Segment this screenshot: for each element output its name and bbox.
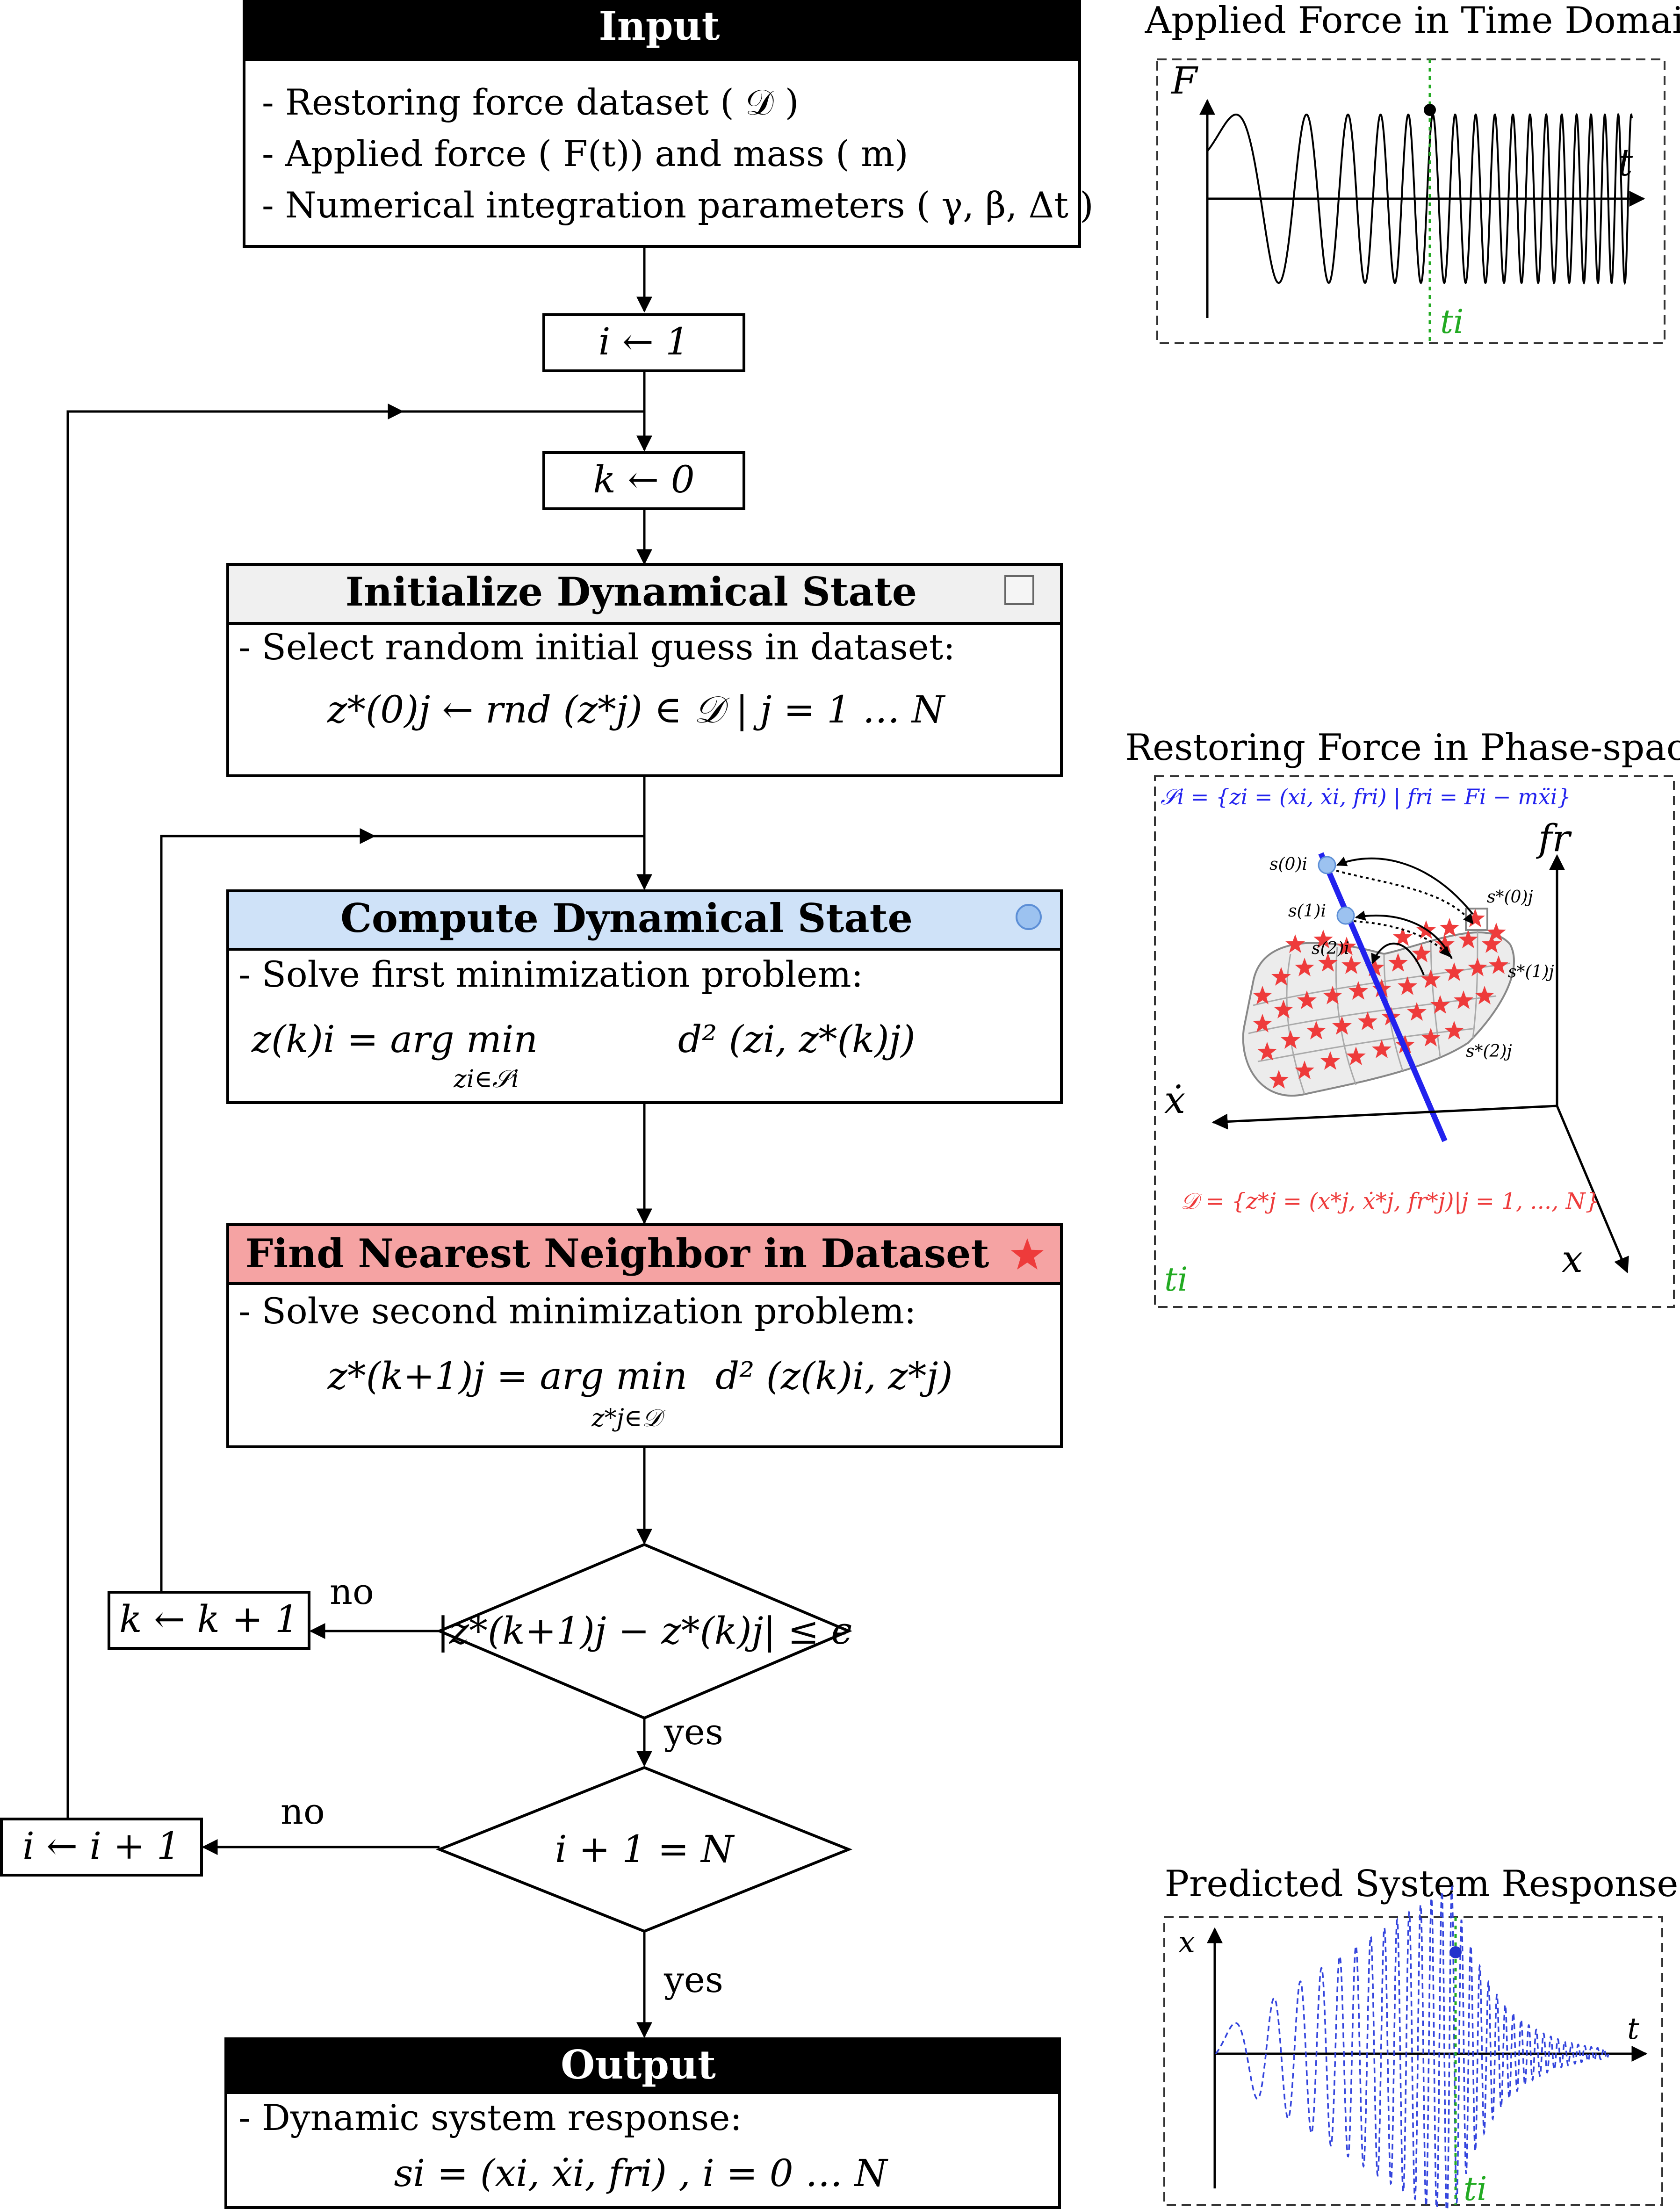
compute-text: - Solve first minimization problem: — [238, 953, 863, 995]
nearest-title: Find Nearest Neighbor in Dataset — [245, 1230, 989, 1277]
arrow-s1-to-z1 — [1353, 920, 1450, 957]
response-x-label: t — [1627, 2012, 1639, 2046]
response-y-label: x — [1178, 1925, 1195, 1960]
force-panel-title: Applied Force in Time Domain — [1145, 0, 1680, 42]
i-increment-label: i ← i + 1 — [22, 1824, 180, 1868]
phase-panel: Restoring Force in Phase-space 𝒮i = {zi … — [1125, 727, 1680, 1308]
compute-equation-lhs: z(k)i = arg min — [251, 1018, 538, 1061]
axis-fr-label: fr — [1536, 816, 1572, 860]
end-check-label: i + 1 = N — [555, 1827, 735, 1871]
zs2-label: s*(2)j — [1466, 1042, 1512, 1061]
input-line-dataset: - Restoring force dataset ( 𝒟 ) — [262, 81, 799, 123]
k-init-label: k ← 0 — [593, 458, 694, 501]
zs1-label: s*(1)j — [1508, 962, 1554, 982]
initialize-text: - Select random initial guess in dataset… — [238, 626, 955, 668]
nearest-block: Find Nearest Neighbor in Dataset - Solve… — [226, 1223, 1063, 1448]
arrow-z1-to-s1 — [1355, 910, 1453, 959]
output-block: Output - Dynamic system response: si = (… — [224, 2037, 1061, 2209]
output-title: Output — [561, 2042, 716, 2088]
force-y-label: F — [1170, 59, 1198, 102]
convergence-label: |z*(k+1)j − z*(k)j| ≤ ϵ — [437, 1609, 852, 1653]
phase-constraint-set: 𝒮i = {zi = (xi, ẋi, fri) | fri = Fi − mẍ… — [1161, 784, 1571, 809]
state-s1-marker — [1336, 906, 1355, 925]
no-label-2: no — [281, 1790, 325, 1832]
force-current-point — [1424, 104, 1436, 116]
no-label-1: no — [330, 1571, 374, 1612]
arrow-s0-to-z0 — [1336, 870, 1474, 924]
zs0-label: s*(0)j — [1487, 888, 1533, 907]
end-decision: i + 1 = N no yes — [281, 1766, 853, 2000]
compute-equation-sub: zi∈𝒮i — [453, 1065, 519, 1093]
s1-label: s(1)i — [1288, 902, 1326, 921]
k-init-block: k ← 0 — [542, 451, 745, 510]
response-panel-title: Predicted System Response — [1165, 1863, 1679, 1905]
force-time-label: ti — [1440, 303, 1464, 341]
i-init-label: i ← 1 — [598, 320, 689, 363]
initialize-equation: z*(0)j ← rnd (z*j) ∈ 𝒟 | j = 1 … N — [327, 688, 946, 731]
axis-xdot-label: ẋ — [1164, 1078, 1185, 1122]
blue-circle-icon — [1016, 904, 1042, 930]
axis-x-label: x — [1562, 1237, 1583, 1281]
constraint-line — [1318, 852, 1448, 1142]
input-line-params: - Numerical integration parameters ( γ, … — [262, 184, 1094, 226]
square-outline-icon — [1004, 575, 1034, 605]
yes-label-2: yes — [663, 1959, 723, 2000]
input-title: Input — [599, 3, 720, 49]
connectors — [66, 246, 652, 2038]
dataset-label: 𝒟 = {z*j = (x*j, ẋ*j, fr*j)|j = 1, ..., … — [1181, 1188, 1600, 1214]
nearest-text: - Solve second minimization problem: — [238, 1290, 916, 1332]
input-line-force: - Applied force ( F(t)) and mass ( m) — [262, 133, 908, 174]
s0-label: s(0)i — [1269, 855, 1307, 874]
compute-block: Compute Dynamical State - Solve first mi… — [226, 889, 1063, 1104]
state-s0-marker — [1318, 856, 1336, 874]
i-init-block: i ← 1 — [542, 313, 745, 372]
initialize-title: Initialize Dynamical State — [346, 569, 917, 615]
input-block: Input - Restoring force dataset ( 𝒟 ) - … — [243, 0, 1094, 248]
k-increment-block: k ← k + 1 — [108, 1591, 310, 1650]
force-panel: Applied Force in Time Domain F t ti — [1145, 0, 1680, 344]
initialize-block: Initialize Dynamical State - Select rand… — [226, 563, 1063, 777]
i-increment-block: i ← i + 1 — [0, 1818, 203, 1877]
nearest-equation-lhs: z*(k+1)j = arg min — [327, 1354, 687, 1398]
phase-panel-title: Restoring Force in Phase-space — [1125, 727, 1680, 769]
nearest-equation-sub: z*j∈𝒟 — [591, 1404, 665, 1432]
force-signal — [1206, 112, 1633, 285]
response-time-label: ti — [1464, 2170, 1487, 2208]
nearest-equation-rhs: d² (z(k)i, z*j) — [715, 1354, 953, 1398]
output-equation: si = (xi, ẋi, fri) , i = 0 … N — [394, 2151, 888, 2195]
convergence-decision: |z*(k+1)j − z*(k)j| ≤ ϵ no yes — [330, 1543, 852, 1753]
compute-equation-rhs: d² (zi, z*(k)j) — [678, 1018, 916, 1061]
output-text: - Dynamic system response: — [238, 2097, 742, 2138]
yes-label-1: yes — [663, 1711, 723, 1753]
response-panel: Predicted System Response x t ti — [1163, 1863, 1679, 2209]
s2-label: s(2)i — [1312, 939, 1349, 958]
dataset-surface — [1242, 931, 1515, 1097]
arrow-z0-to-s0 — [1336, 857, 1474, 915]
arrow-z2-to-s2 — [1371, 942, 1425, 975]
k-increment-label: k ← k + 1 — [119, 1597, 299, 1641]
response-current-point — [1449, 1946, 1462, 1958]
compute-title: Compute Dynamical State — [340, 895, 913, 941]
phase-time-label: ti — [1164, 1260, 1188, 1299]
